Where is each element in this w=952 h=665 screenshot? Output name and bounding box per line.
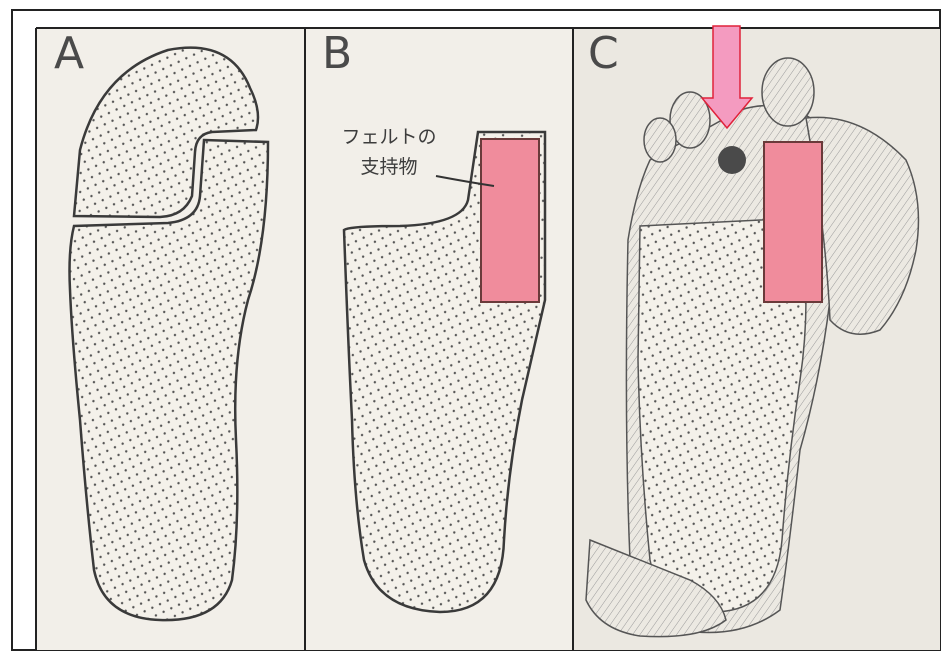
figure-panels: A B フェルトの 支持物 C xyxy=(12,10,940,650)
panel-b: B フェルトの 支持物 xyxy=(304,10,572,650)
panel-b-letter: B xyxy=(322,32,352,76)
felt-support-callout: フェルトの 支持物 xyxy=(324,122,454,182)
callout-line-1: フェルトの xyxy=(324,122,454,152)
panel-a: A xyxy=(12,10,304,650)
panel-a-letter: A xyxy=(54,32,84,76)
panel-c: C xyxy=(572,10,940,650)
callout-line-2: 支持物 xyxy=(324,152,454,182)
panel-c-letter: C xyxy=(588,32,619,76)
